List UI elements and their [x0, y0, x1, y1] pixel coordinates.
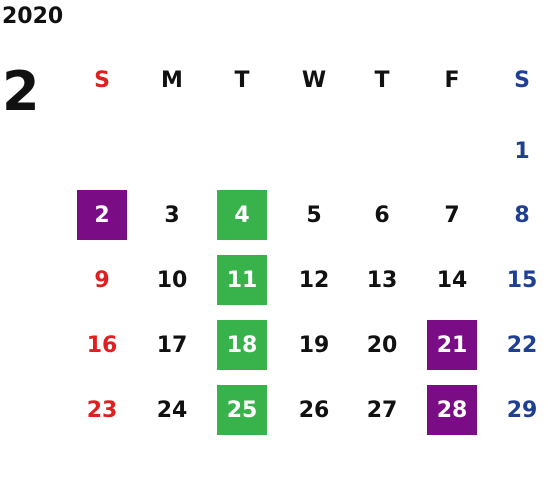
calendar-day-29[interactable]: 29: [506, 397, 538, 423]
calendar-day-2[interactable]: 2: [77, 190, 127, 240]
calendar-day-18[interactable]: 18: [217, 320, 267, 370]
calendar-day-1[interactable]: 1: [514, 138, 530, 164]
calendar-day-5[interactable]: 5: [306, 202, 322, 228]
calendar-day-13[interactable]: 13: [366, 267, 398, 293]
calendar-day-25[interactable]: 25: [217, 385, 267, 435]
calendar-day-3[interactable]: 3: [164, 202, 180, 228]
calendar-day-15[interactable]: 15: [506, 267, 538, 293]
calendar-day-4[interactable]: 4: [217, 190, 267, 240]
year-label: 2020: [2, 4, 64, 29]
calendar-day-17[interactable]: 17: [156, 332, 188, 358]
weekday-header-fri: F: [444, 67, 460, 93]
month-label: 2: [2, 60, 40, 123]
weekday-header-mon: M: [161, 67, 183, 93]
weekday-header-sat: S: [514, 67, 530, 93]
calendar-day-10[interactable]: 10: [156, 267, 188, 293]
calendar-day-21[interactable]: 21: [427, 320, 477, 370]
calendar-day-9[interactable]: 9: [94, 267, 110, 293]
calendar-day-28[interactable]: 28: [427, 385, 477, 435]
calendar-day-14[interactable]: 14: [436, 267, 468, 293]
calendar-day-12[interactable]: 12: [298, 267, 330, 293]
calendar-day-22[interactable]: 22: [506, 332, 538, 358]
calendar-day-8[interactable]: 8: [514, 202, 530, 228]
calendar-day-6[interactable]: 6: [374, 202, 390, 228]
weekday-header-thu: T: [374, 67, 390, 93]
calendar-day-27[interactable]: 27: [366, 397, 398, 423]
weekday-header-sun: S: [94, 67, 110, 93]
calendar-day-24[interactable]: 24: [156, 397, 188, 423]
weekday-header-wed: W: [301, 67, 327, 93]
calendar-day-26[interactable]: 26: [298, 397, 330, 423]
weekday-header-tue: T: [234, 67, 250, 93]
calendar-day-23[interactable]: 23: [86, 397, 118, 423]
calendar-day-11[interactable]: 11: [217, 255, 267, 305]
calendar-day-16[interactable]: 16: [86, 332, 118, 358]
calendar-day-7[interactable]: 7: [444, 202, 460, 228]
calendar-day-20[interactable]: 20: [366, 332, 398, 358]
calendar-day-19[interactable]: 19: [298, 332, 330, 358]
